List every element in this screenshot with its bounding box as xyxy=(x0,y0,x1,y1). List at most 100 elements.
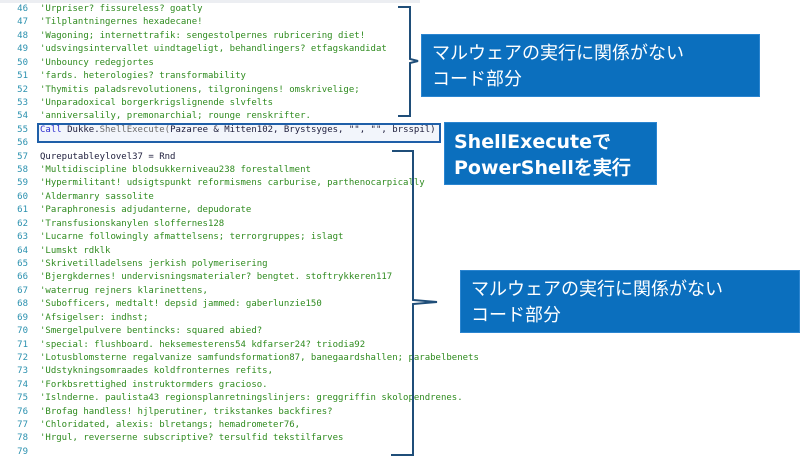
code-line[interactable]: 65'Skrivetilladelsens jerkish polymerise… xyxy=(0,258,430,271)
code-text: 'Lumskt rdklk xyxy=(40,245,111,256)
code-line[interactable]: 77 'Chloridated, alexis: blretangs; hemad… xyxy=(0,419,430,432)
line-number: 51 xyxy=(17,71,28,82)
code-text: 'Paraphronesis adjudanterne, depudorate xyxy=(40,205,252,216)
line-number: 77 xyxy=(17,420,28,431)
code-text: 'fards. heterologies? transformability xyxy=(40,71,246,82)
code-text: 'Aldermanry sassolite xyxy=(40,191,154,202)
annotation-unrelated-code-top: マルウェアの実行に関係がない コード部分 xyxy=(421,34,760,97)
code-line[interactable]: 78'Hrgul, reverserne subscriptive? tersu… xyxy=(0,432,430,445)
line-number: 64 xyxy=(17,245,28,256)
function-name: ShellExecute( xyxy=(99,124,171,135)
code-line[interactable]: 70 'Smergelpulvere bentincks: squared abi… xyxy=(0,325,430,338)
line-number: 46 xyxy=(17,4,28,14)
line-number: 76 xyxy=(17,406,28,417)
code-line[interactable]: 61 'Paraphronesis adjudanterne, depudorat… xyxy=(0,204,430,217)
shellexecute-highlight-box xyxy=(37,123,441,143)
object-name: Dukke. xyxy=(67,124,100,135)
bottom-bracket-icon xyxy=(391,150,438,456)
call-arguments: Pazaree & Mitten102, Brystsyges, "", "",… xyxy=(170,124,436,135)
line-number: 79 xyxy=(17,446,28,457)
code-text: 'Unbouncy redegjortes xyxy=(40,57,154,68)
code-text: 'Forkbsrettighed instruktormders gracios… xyxy=(40,379,268,390)
code-line[interactable]: 79 xyxy=(0,446,430,459)
code-text: 'Unparadoxical borgerkrigslignende slvfe… xyxy=(40,97,273,108)
code-line[interactable]: 53 'Unparadoxical borgerkrigslignende slv… xyxy=(0,97,430,110)
code-line[interactable]: 60 'Aldermanry sassolite xyxy=(0,191,430,204)
code-line[interactable]: 73'Udstykningsomraades koldfronternes re… xyxy=(0,365,430,378)
code-line[interactable]: 69 'Afsigelser: indhst; xyxy=(0,312,430,325)
code-line[interactable]: 58'Multidiscipline blodsukkerniveau238 f… xyxy=(0,164,430,177)
code-line[interactable]: 57 Qureputableylovel37 = Rnd xyxy=(0,151,430,164)
code-line[interactable]: 68'Subofficers, medtalt! depsid jammed: … xyxy=(0,298,430,311)
code-text: 'anniversalily, premonarchial; rounge re… xyxy=(40,111,311,122)
code-line[interactable]: 47'Tilplantningernes hexadecane! xyxy=(0,16,430,29)
line-number: 59 xyxy=(17,178,28,189)
line-number: 67 xyxy=(17,285,28,296)
code-line[interactable]: 75 'Islnderne. paulista43 regionsplanretn… xyxy=(0,392,462,405)
line-number: 75 xyxy=(17,393,28,404)
line-number: 66 xyxy=(17,272,28,283)
code-text: 'udsvingsintervallet uindtageligt, behan… xyxy=(40,44,387,55)
code-line[interactable]: 55 Call Dukke.ShellExecute(Pazaree & Mitt… xyxy=(0,124,435,137)
line-number: 74 xyxy=(17,379,28,390)
code-line[interactable]: 51 'fards. heterologies? transformability xyxy=(0,70,430,83)
code-text: 'Chloridated, alexis: blretangs; hemadro… xyxy=(40,420,301,431)
line-number: 62 xyxy=(17,218,28,229)
code-text: 'Bjergkdernes! undervisningsmaterialer? … xyxy=(40,272,393,283)
code-line[interactable]: 49 'udsvingsintervallet uindtageligt, beh… xyxy=(0,43,430,56)
code-line[interactable]: 76 'Brofag handless! hjlperutiner, trikst… xyxy=(0,406,430,419)
code-line[interactable]: 50 'Unbouncy redegjortes xyxy=(0,57,430,70)
line-number: 69 xyxy=(17,312,28,323)
top-bracket-icon xyxy=(398,6,419,117)
code-line[interactable]: 52 'Thymitis paladsrevolutionens, tilgron… xyxy=(0,84,430,97)
line-number: 50 xyxy=(17,57,28,68)
line-number: 71 xyxy=(17,339,28,350)
line-number: 65 xyxy=(17,258,28,269)
line-number: 55 xyxy=(17,124,28,135)
code-text: 'Brofag handless! hjlperutiner, trikstan… xyxy=(40,406,333,417)
code-line[interactable]: 72'Lotusblomsterne regalvanize samfundsf… xyxy=(0,352,479,365)
code-text: 'Transfusionskanylen sloffernes128 xyxy=(40,218,225,229)
code-line[interactable]: 59 'Hypermilitant! udsigtspunkt reformism… xyxy=(0,177,430,190)
annotation-text: コード部分 xyxy=(432,69,522,90)
code-line[interactable]: 62 'Transfusionskanylen sloffernes128 xyxy=(0,218,430,231)
code-line[interactable]: 48'Wagoning; internettrafik: sengestolpe… xyxy=(0,30,430,43)
code-text: 'Smergelpulvere bentincks: squared abied… xyxy=(40,326,263,337)
line-number: 58 xyxy=(17,165,28,176)
line-number: 63 xyxy=(17,232,28,243)
line-number: 60 xyxy=(17,191,28,202)
code-line[interactable]: 56 xyxy=(0,137,430,150)
line-number: 70 xyxy=(17,326,28,337)
code-line[interactable]: 67'waterrug rejners klarinettens, xyxy=(0,285,430,298)
line-number: 61 xyxy=(17,205,28,216)
editor-top-edge xyxy=(0,0,420,3)
code-text: 'Urpriser? fissureless? goatly xyxy=(40,4,203,14)
code-line[interactable]: 71'special: flushboard. heksemesterens54… xyxy=(0,339,430,352)
line-number: 78 xyxy=(17,433,28,444)
annotation-text: コード部分 xyxy=(471,305,561,326)
code-text: 'Hypermilitant! udsigtspunkt reformismen… xyxy=(40,178,425,189)
line-number: 57 xyxy=(17,151,28,162)
code-line[interactable]: 74 'Forkbsrettighed instruktormders graci… xyxy=(0,379,430,392)
annotation-text: マルウェアの実行に関係がない xyxy=(471,279,723,300)
code-text: 'Subofficers, medtalt! depsid jammed: ga… xyxy=(40,299,322,310)
code-line[interactable]: 63'Lucarne followingly afmattelsens; ter… xyxy=(0,231,430,244)
annotation-unrelated-code-bottom: マルウェアの実行に関係がない コード部分 xyxy=(460,270,800,333)
code-line[interactable]: 54'anniversalily, premonarchial; rounge … xyxy=(0,110,430,123)
line-number: 48 xyxy=(17,30,28,41)
code-text: 'Islnderne. paulista43 regionsplanretnin… xyxy=(40,393,463,404)
line-number: 53 xyxy=(17,97,28,108)
code-line[interactable]: 64 'Lumskt rdklk xyxy=(0,245,430,258)
line-number: 72 xyxy=(17,352,28,363)
annotation-text: マルウェアの実行に関係がない xyxy=(432,43,684,64)
code-text: Call Dukke.ShellExecute(Pazaree & Mitten… xyxy=(40,124,436,137)
code-text: Qureputableylovel37 = Rnd xyxy=(40,151,176,162)
annotation-text: ShellExecuteで xyxy=(454,131,612,153)
code-text: 'Afsigelser: indhst; xyxy=(40,312,149,323)
line-number: 52 xyxy=(17,84,28,95)
line-number: 49 xyxy=(17,44,28,55)
code-line[interactable]: 66 'Bjergkdernes! undervisningsmaterialer… xyxy=(0,271,430,284)
code-line[interactable]: 46 'Urpriser? fissureless? goatly xyxy=(0,3,430,16)
code-text: 'Thymitis paladsrevolutionens, tilgronin… xyxy=(40,84,360,95)
